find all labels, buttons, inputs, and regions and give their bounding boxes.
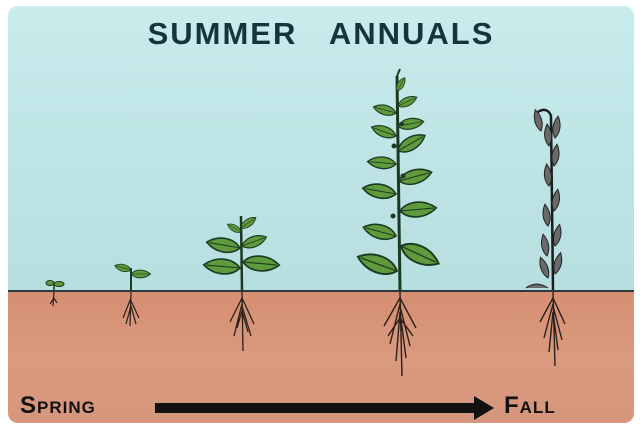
- mature-plant-icon: [355, 69, 442, 376]
- timeline-arrow: [155, 396, 494, 420]
- plant-illustration: [8, 6, 634, 423]
- diagram-frame: SUMMER ANNUALS Spring Fall: [8, 6, 634, 423]
- young-plant-icon: [114, 262, 151, 326]
- timeline-start-label: Spring: [20, 392, 96, 420]
- seedling-icon: [46, 281, 64, 307]
- diagram-title: SUMMER ANNUALS: [8, 16, 634, 52]
- growing-plant-icon: [203, 215, 280, 351]
- timeline-end-label: Fall: [504, 392, 556, 420]
- dead-plant-icon: [526, 109, 565, 366]
